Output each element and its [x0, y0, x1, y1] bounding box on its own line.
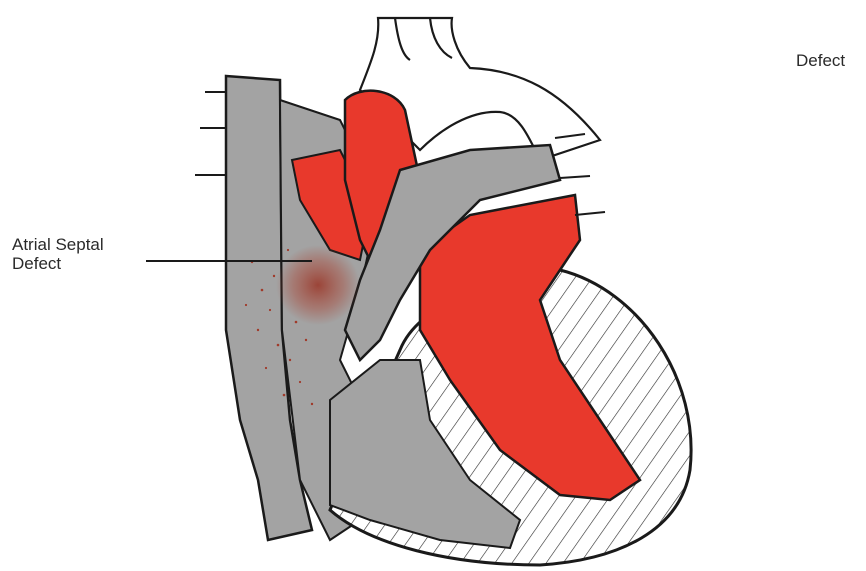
atrial-septal-defect-label: Atrial Septal Defect — [12, 235, 104, 273]
septal-defect-shunt — [276, 245, 360, 325]
atrial-septal-defect-label-line1: Atrial Septal — [12, 235, 104, 254]
top-right-defect-label: Defect — [796, 51, 845, 70]
atrial-septal-defect-label-line2: Defect — [12, 254, 104, 273]
